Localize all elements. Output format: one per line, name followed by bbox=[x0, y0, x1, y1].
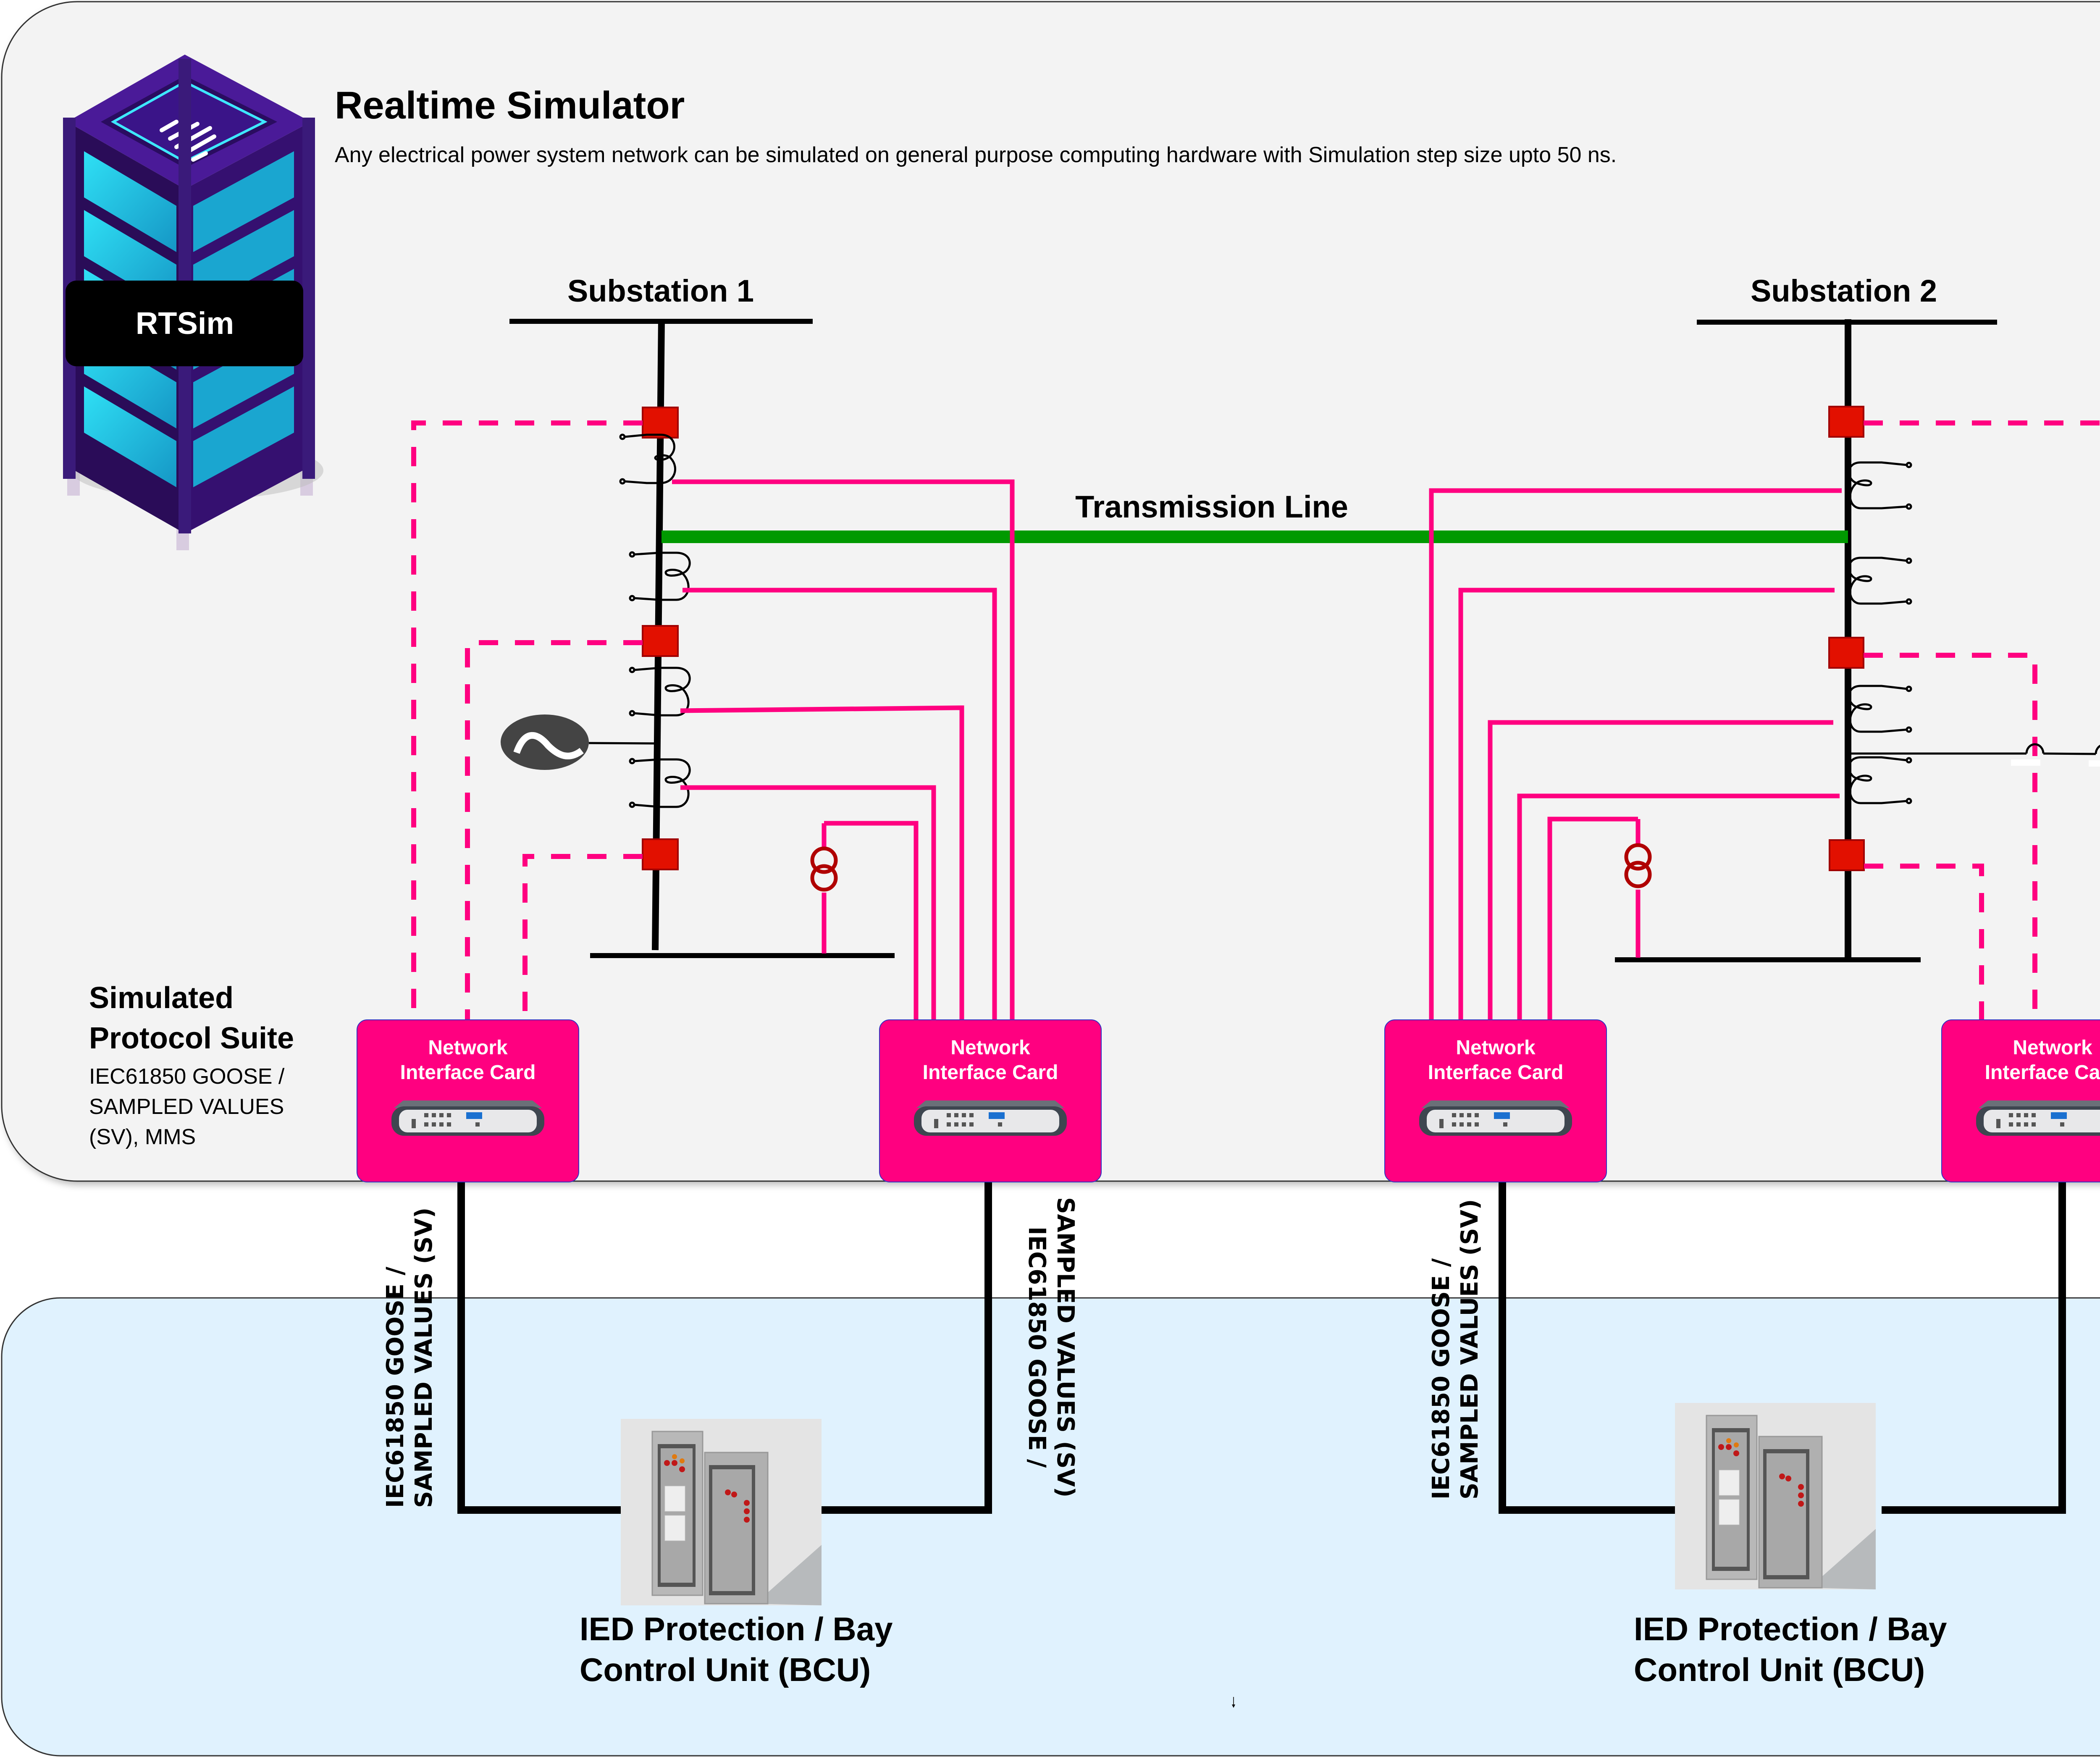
current-transformer-s2-4 bbox=[1848, 756, 1912, 804]
ied-1-label-line1: IED Protection / Bay bbox=[580, 1610, 893, 1647]
svg-text:Interface Card: Interface Card bbox=[1985, 1061, 2100, 1084]
network-interface-card-1[interactable]: Network Interface Card bbox=[357, 1019, 579, 1182]
protocol-suite-body-2: SAMPLED VALUES bbox=[89, 1095, 284, 1119]
link-nic2-ied1 bbox=[821, 1181, 992, 1514]
transmission-line bbox=[662, 531, 1848, 543]
substation-1-label: Substation 1 bbox=[567, 273, 754, 308]
nic-device-icon bbox=[391, 1100, 544, 1136]
link-label-3: IEC61850 GOOSE / SAMPLED VALUES (SV) bbox=[1428, 1199, 1483, 1500]
breaker-s2-1 bbox=[1828, 406, 1864, 438]
ied-cabinet-1[interactable] bbox=[621, 1419, 822, 1605]
field-devices-panel bbox=[1, 1297, 2100, 1757]
svg-text:SAMPLED VALUES (SV): SAMPLED VALUES (SV) bbox=[1052, 1197, 1079, 1497]
ac-source-icon bbox=[501, 714, 589, 770]
svg-text:IEC61850 GOOSE /: IEC61850 GOOSE / bbox=[2099, 1226, 2100, 1468]
substation-2-label: Substation 2 bbox=[1751, 273, 1937, 308]
current-transformer-s1-3 bbox=[629, 667, 691, 717]
nic-device-icon bbox=[1976, 1100, 2100, 1136]
link-label-1: IEC61850 GOOSE / SAMPLED VALUES (SV) bbox=[382, 1208, 438, 1508]
svg-text:Network: Network bbox=[1456, 1037, 1536, 1059]
nic-device-icon bbox=[914, 1100, 1067, 1136]
svg-text:Network: Network bbox=[2013, 1037, 2092, 1059]
breaker-s1-2 bbox=[642, 625, 679, 657]
network-interface-card-3[interactable]: Network Interface Card bbox=[1384, 1019, 1607, 1182]
svg-text:Interface Card: Interface Card bbox=[923, 1061, 1058, 1084]
current-transformer-s1-1 bbox=[619, 433, 676, 485]
s2-breaker-control-wires bbox=[1864, 420, 2100, 1021]
breaker-s2-2 bbox=[1828, 637, 1864, 669]
server-tower-icon: RTSim bbox=[63, 55, 323, 550]
ied-2-label-line2: Control Unit (BCU) bbox=[1634, 1651, 1925, 1688]
ied-cabinet-2[interactable] bbox=[1675, 1403, 1876, 1589]
current-transformer-s2-3 bbox=[1848, 685, 1912, 733]
transmission-line-label: Transmission Line bbox=[1075, 489, 1348, 524]
s1-breaker-control-wires bbox=[411, 420, 643, 1021]
protocol-suite-body-1: IEC61850 GOOSE / bbox=[89, 1064, 285, 1089]
protocol-suite-body-3: (SV), MMS bbox=[89, 1125, 196, 1149]
svg-text:IEC61850 GOOSE /: IEC61850 GOOSE / bbox=[1428, 1258, 1455, 1500]
network-interface-card-2[interactable]: Network Interface Card bbox=[879, 1019, 1102, 1182]
nic-device-icon bbox=[1419, 1100, 1572, 1136]
svg-text:Interface Card: Interface Card bbox=[400, 1061, 536, 1084]
voltage-transformer-s1 bbox=[810, 823, 838, 953]
rtsim-label-plate bbox=[66, 281, 303, 366]
s2-analog-signal-wires bbox=[1429, 488, 1842, 1021]
ied-1-label-line2: Control Unit (BCU) bbox=[580, 1651, 871, 1688]
link-nic1-ied1 bbox=[457, 1181, 622, 1514]
svg-text:IEC61850 GOOSE /: IEC61850 GOOSE / bbox=[1023, 1226, 1050, 1468]
rtsim-label: RTSim bbox=[136, 306, 234, 341]
svg-text:Interface Card: Interface Card bbox=[1428, 1061, 1564, 1084]
load-connection bbox=[1850, 743, 2100, 767]
svg-text:Network: Network bbox=[950, 1037, 1030, 1059]
svg-text:Network: Network bbox=[428, 1037, 508, 1059]
breaker-s2-3 bbox=[1829, 839, 1865, 871]
s1-analog-signal-wires bbox=[672, 479, 1015, 1021]
protocol-suite-heading-1: Simulated bbox=[89, 981, 234, 1015]
arrow-down-icon bbox=[1232, 1697, 1235, 1708]
voltage-transformer-s2 bbox=[1624, 819, 1652, 958]
svg-text:IEC61850 GOOSE /: IEC61850 GOOSE / bbox=[382, 1266, 409, 1508]
breaker-s1-3 bbox=[642, 838, 679, 870]
breaker-s1-1 bbox=[642, 407, 679, 439]
link-label-2: IEC61850 GOOSE / SAMPLED VALUES (SV) bbox=[1023, 1197, 1079, 1497]
current-transformer-s2-2 bbox=[1848, 557, 1912, 605]
current-transformer-s1-4 bbox=[629, 758, 691, 808]
network-interface-card-4[interactable]: Network Interface Card bbox=[1941, 1019, 2100, 1182]
current-transformer-s2-1 bbox=[1848, 461, 1912, 510]
link-label-4: IEC61850 GOOSE / SAMPLED VALUES (SV) bbox=[2099, 1226, 2100, 1468]
page-description: Any electrical power system network can … bbox=[335, 143, 1617, 167]
svg-text:SAMPLED VALUES (SV): SAMPLED VALUES (SV) bbox=[410, 1208, 438, 1508]
ied-2-label-line1: IED Protection / Bay bbox=[1634, 1610, 1947, 1647]
page-title: Realtime Simulator bbox=[335, 84, 685, 127]
protocol-suite-heading-2: Protocol Suite bbox=[89, 1022, 294, 1055]
link-nic3-ied2 bbox=[1499, 1181, 1676, 1514]
link-nic4-ied2 bbox=[1882, 1181, 2066, 1514]
svg-text:SAMPLED VALUES (SV): SAMPLED VALUES (SV) bbox=[1456, 1199, 1483, 1500]
